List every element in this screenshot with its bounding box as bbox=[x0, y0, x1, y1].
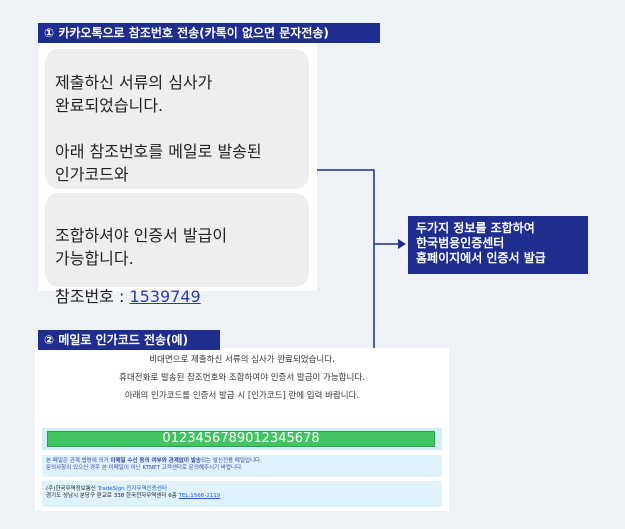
info-line-2: 한국범용인증센터 bbox=[416, 236, 505, 250]
email-line-2: 휴대전화로 발송된 참조번호와 조합하여야 인증서 발급이 가능합니다. bbox=[119, 373, 365, 383]
email-section-tag: ② 메일로 인가코드 전송(예) bbox=[38, 330, 220, 350]
connector-arrowhead bbox=[398, 239, 406, 249]
reference-label: 참조번호 : bbox=[55, 287, 130, 306]
connector-from-kakao bbox=[317, 169, 375, 244]
message-bubble-1: 제출하신 서류의 심사가 완료되었습니다. 아래 참조번호를 메일로 발송된 인… bbox=[45, 49, 309, 189]
footer-tel-link[interactable]: TEL:1566-2119 bbox=[178, 493, 221, 499]
reference-number-link[interactable]: 1539749 bbox=[129, 287, 201, 306]
tradesign-brand: TradeSign 전자무역인증센터 bbox=[97, 486, 167, 492]
message-bubble-2: 조합하셔야 인증서 발급이 가능합니다. 참조번호 : 1539749 bbox=[45, 193, 309, 306]
email-preview-panel: 비대면으로 제출하신 서류의 심사가 완료되었습니다. 휴대전화로 발송된 참조… bbox=[35, 348, 449, 511]
bubble2-text: 조합하셔야 인증서 발급이 가능합니다. bbox=[55, 226, 228, 268]
notice-line-2: 문의사항이 있으신 경우 본 이메일이 아닌 KTNET 고객센터로 문의해주시… bbox=[46, 465, 243, 471]
auth-code-field[interactable]: 0123456789012345678 bbox=[47, 431, 435, 447]
reference-line: 참조번호 : 1539749 bbox=[55, 262, 201, 308]
footer-address-line: 경기도 성남시 분당구 판교로 338 한국전자무역센터 6층 TEL:1566… bbox=[46, 493, 221, 499]
kakao-message-panel: 제출하신 서류의 심사가 완료되었습니다. 아래 참조번호를 메일로 발송된 인… bbox=[38, 43, 317, 306]
email-line-1: 비대면으로 제출하신 서류의 심사가 완료되었습니다. bbox=[149, 355, 335, 365]
auth-code-frame: 0123456789012345678 bbox=[42, 428, 442, 450]
kakao-section-tag: ① 카카오톡으로 참조번호 전송(카톡이 없으면 문자전송) bbox=[38, 23, 380, 43]
info-line-3: 홈페이지에서 인증서 발급 bbox=[416, 251, 546, 265]
notice-line-1: 본 메일은 관계 법령에 의거 이메일 수신 동의 여부와 관계없이 발송되는 … bbox=[46, 458, 262, 464]
email-footer: (주)한국무역정보통신 TradeSign 전자무역인증센터 경기도 성남시 분… bbox=[42, 481, 442, 507]
info-line-1: 두가지 정보를 조합하여 bbox=[416, 221, 535, 235]
email-line-3: 아래의 인가코드를 인증서 발급 시 [인가코드] 란에 입력 바랍니다. bbox=[124, 391, 360, 401]
combine-info-box: 두가지 정보를 조합하여 한국범용인증센터 홈페이지에서 인증서 발급 bbox=[408, 216, 588, 274]
email-notice: 본 메일은 관계 법령에 의거 이메일 수신 동의 여부와 관계없이 발송되는 … bbox=[42, 455, 442, 477]
footer-company-line: (주)한국무역정보통신 TradeSign 전자무역인증센터 bbox=[46, 486, 167, 492]
